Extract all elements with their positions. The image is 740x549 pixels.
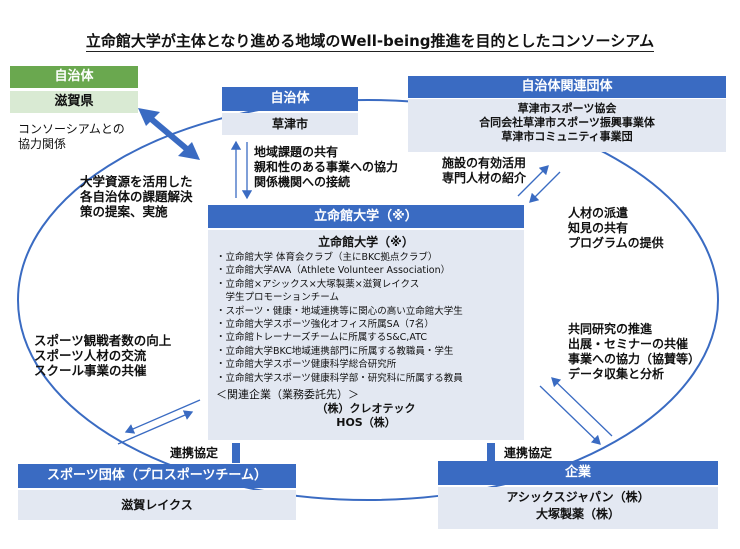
left-top-label: 大学資源を活用した 各自治体の課題解決 策の提案、実施 [80, 174, 193, 219]
right-bottom-label: 共同研究の推進 出展・セミナーの共催 事業への協力（協賛等） データ収集と分析 [568, 322, 701, 381]
partner-left-label: 連携協定 [170, 446, 219, 460]
consortium-ellipse [17, 99, 719, 501]
ritsumeikan-body: 立命館大学（※） ・立命館大学 体育会クラブ（主にBKC拠点クラブ） ・立命館大… [208, 230, 524, 440]
sports-arrow-2 [117, 410, 194, 445]
company-item: （株）クレオテック [316, 402, 416, 416]
sports-connector [232, 443, 240, 463]
shiga-arrow [138, 108, 200, 160]
company-arrow-2 [551, 377, 613, 437]
list-item: ・立命館大学スポーツ健康科学部・研究科に所属する教員 [216, 372, 463, 384]
related-body: 草津市スポーツ協会 合同会社草津市スポーツ振興事業体 草津市コミュニティ事業団 [408, 99, 726, 152]
company-names: アシックスジャパン（株） 大塚製薬（株） [438, 487, 718, 529]
partner-right-label: 連携協定 [504, 446, 553, 460]
ritsumeikan-subtitle: 立命館大学（※） [318, 235, 414, 249]
shiga-name: 滋賀県 [10, 91, 138, 113]
related-companies-title: ＜関連企業（業務委託先）＞ [216, 388, 359, 402]
right-top-label: 人材の派遣 知見の共有 プログラムの提供 [568, 206, 664, 250]
company-connector [487, 443, 495, 463]
left-bottom-label: スポーツ観戦者数の向上 スポーツ人材の交流 スクール事業の共催 [34, 333, 172, 378]
company-arrow-1 [539, 385, 601, 445]
shiga-note: コンソーシアムとの 協力関係 [18, 122, 125, 151]
ritsumeikan-header: 立命館大学（※） [208, 205, 524, 228]
related-header: 自治体関連団体 [408, 76, 726, 98]
list-item: 学生プロモーションチーム [216, 292, 340, 304]
list-item: ・立命館大学スポーツ強化オフィス所属SA（7名） [216, 319, 434, 331]
page-title: 立命館大学が主体となり進める地域のWell-being推進を目的としたコンソーシ… [85, 32, 655, 52]
related-arrow-1 [517, 165, 549, 197]
list-item: ・立命館トレーナーズチームに所属するS&C,ATC [216, 332, 427, 344]
list-item: ・立命館大学スポーツ健康科学総合研究所 [216, 359, 397, 371]
company-item: HOS（株） [336, 416, 396, 430]
kusatsu-header: 自治体 [222, 87, 358, 111]
related-link-label: 施設の有効活用 専門人材の紹介 [442, 156, 527, 185]
related-arrow-2 [529, 171, 561, 203]
company-header: 企業 [438, 461, 718, 485]
shiga-header: 自治体 [10, 66, 138, 88]
ritsumeikan-members: ・立命館大学 体育会クラブ（主にBKC拠点クラブ） ・立命館大学AVA（Athl… [208, 251, 524, 385]
sports-header: スポーツ団体（プロスポーツチーム） [18, 464, 296, 488]
list-item: ・立命館×アシックス×大塚製薬×滋賀レイクス [216, 278, 420, 290]
kusatsu-name: 草津市 [222, 113, 358, 135]
list-item: ・立命館大学BKC地域連携部門に所属する教職員・学生 [216, 345, 454, 357]
sports-arrow-1 [124, 399, 201, 434]
sports-name: 滋賀レイクス [18, 490, 296, 520]
kusatsu-link-label: 地域課題の共有 親和性のある事業への協力 関係機関への接続 [254, 145, 399, 189]
list-item: ・立命館大学 体育会クラブ（主にBKC拠点クラブ） [216, 252, 438, 263]
list-item: ・立命館大学AVA（Athlete Volunteer Association） [216, 265, 451, 277]
list-item: ・スポーツ・健康・地域連携等に関心の高い立命館大学生 [216, 305, 463, 317]
